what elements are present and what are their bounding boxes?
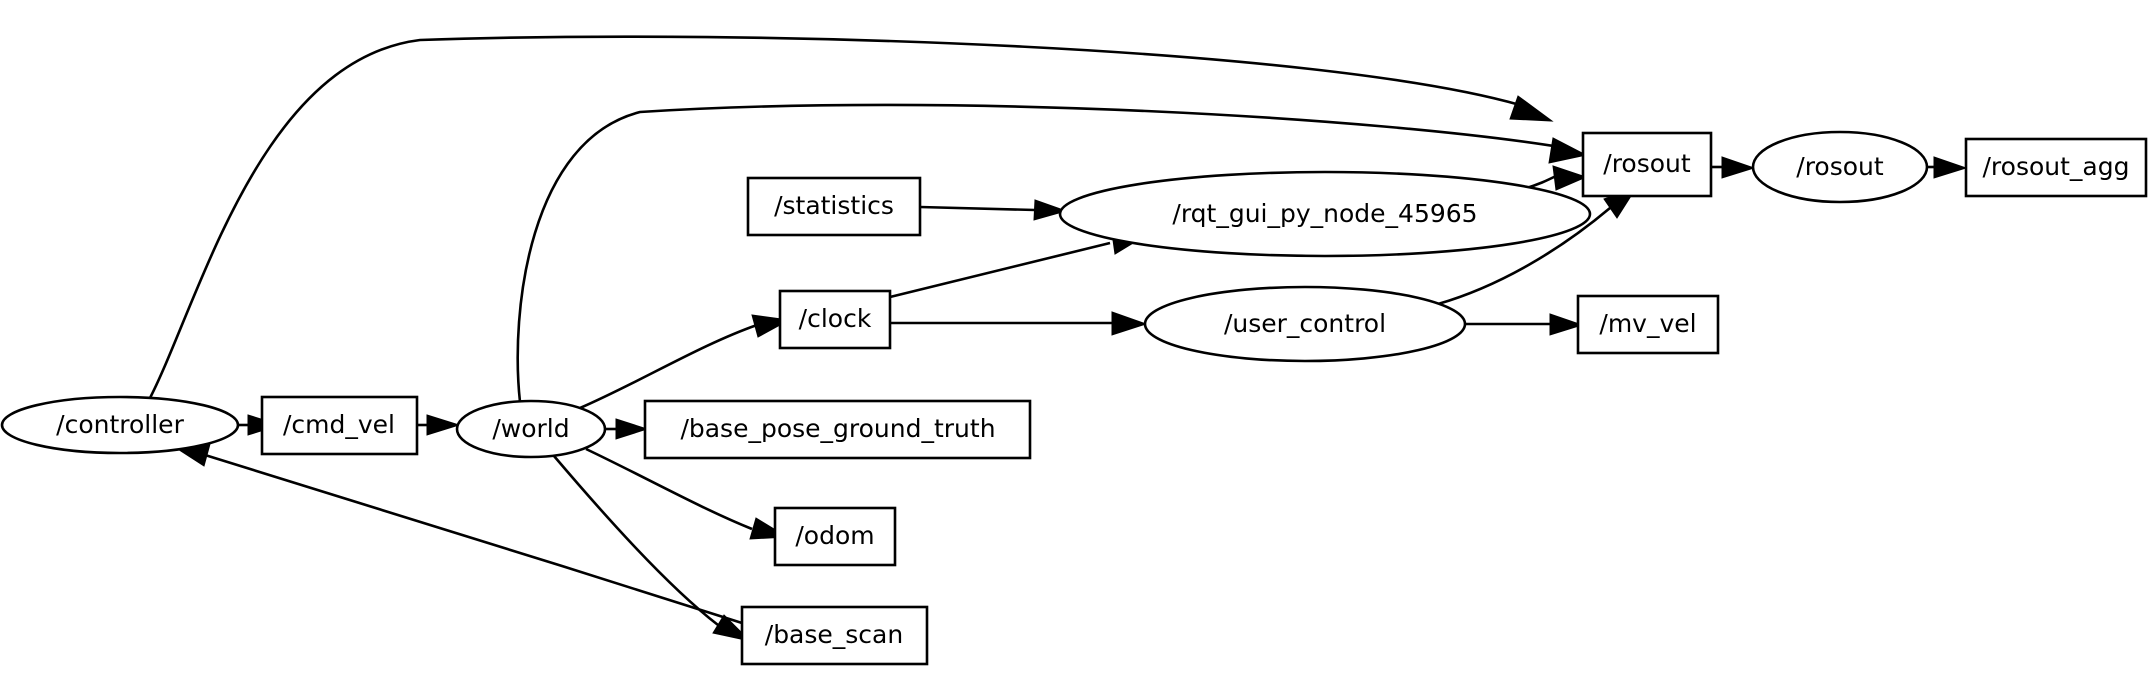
mv_vel-label: /mv_vel [1599,309,1696,338]
node-rosout_agg[interactable]: /rosout_agg [1964,137,2148,198]
edge-clock-to-rqt_gui [889,232,1145,299]
cmd_vel-label: /cmd_vel [283,410,395,439]
clock-box[interactable] [778,289,892,350]
node-rqt_gui_py_node[interactable]: /rqt_gui_py_node_45965 [1058,170,1592,258]
node-odom[interactable]: /odom [773,506,897,567]
base_scan-box[interactable] [740,605,929,666]
edge-world-to-clock [579,314,791,410]
controller-label: /controller [56,410,184,439]
controller-ellipse[interactable] [0,395,240,455]
world-label: /world [492,414,569,443]
node-controller[interactable]: /controller [0,395,240,455]
cmd_vel-box[interactable] [260,395,419,456]
edge-base_scan-to-controller [168,443,743,625]
user_control-ellipse[interactable] [1143,285,1467,363]
edge-clock-to-user_control [890,311,1148,336]
statistics-label: /statistics [774,191,894,220]
rosout-node-label: /rosout [1796,152,1884,181]
edge-rosout_node-to-rosout_agg [1925,156,1968,179]
rosout_agg-label: /rosout_agg [1983,152,2130,181]
node-rosout-topic[interactable]: /rosout [1581,131,1713,198]
rosout-topic-box[interactable] [1581,131,1713,198]
world-ellipse[interactable] [455,399,607,459]
edge-statistics-to-rqt_gui [919,199,1068,221]
node-rosout-node[interactable]: /rosout [1751,130,1929,204]
node-clock[interactable]: /clock [778,289,892,350]
node-base_scan[interactable]: /base_scan [740,605,929,666]
node-statistics[interactable]: /statistics [746,176,922,237]
base_pose_ground_truth-label: /base_pose_ground_truth [680,414,995,443]
mv_vel-box[interactable] [1576,294,1720,355]
user_control-label: /user_control [1224,309,1386,338]
odom-box[interactable] [773,506,897,567]
edge-cmd_vel-to-world [417,414,461,436]
base_pose_ground_truth-box[interactable] [643,399,1032,460]
edge-world-to-base_scan [553,455,752,642]
node-mv_vel[interactable]: /mv_vel [1576,294,1720,355]
rosout-node-ellipse[interactable] [1751,130,1929,204]
node-layer: /controller /cmd_vel /world /base_pose_g… [0,130,2148,666]
node-world[interactable]: /world [455,399,607,459]
clock-label: /clock [799,304,872,333]
edge-world-to-base_pose [605,418,649,440]
node-cmd_vel[interactable]: /cmd_vel [260,395,419,456]
rqt_gui_py_node-label: /rqt_gui_py_node_45965 [1172,199,1477,228]
odom-label: /odom [795,521,874,550]
base_scan-label: /base_scan [765,620,903,649]
edge-world-to-rosout [516,103,1588,403]
node-base_pose_ground_truth[interactable]: /base_pose_ground_truth [643,399,1032,460]
rosout-topic-label: /rosout [1603,149,1691,178]
node-user_control[interactable]: /user_control [1143,285,1467,363]
edge-rosout_topic-to-rosout_node [1711,156,1756,179]
statistics-box[interactable] [746,176,922,237]
edge-user_control-to-mv_vel [1465,313,1584,336]
edge-controller-to-rosout [148,35,1554,399]
rqt_gui_py_node-ellipse[interactable] [1058,170,1592,258]
rosout_agg-box[interactable] [1964,137,2148,198]
